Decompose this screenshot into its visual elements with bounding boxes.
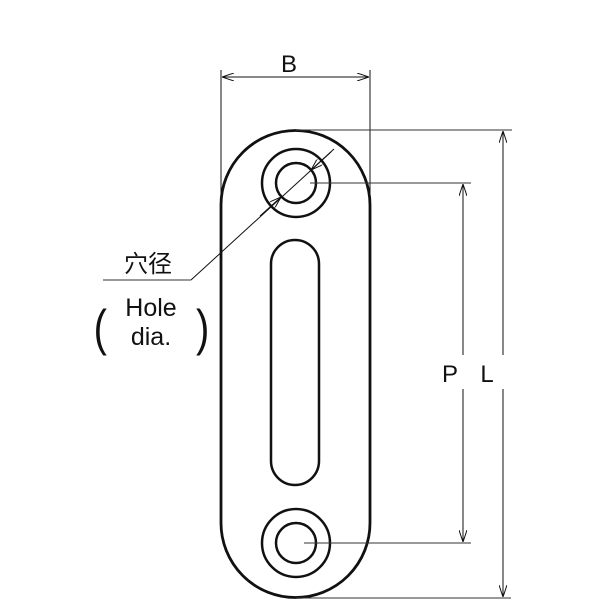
label-hole-dia-en-1: Hole <box>125 294 176 322</box>
label-hole-dia-en-2: dia. <box>131 323 171 351</box>
leader-arrow-outer <box>311 148 335 170</box>
plate-outline <box>219 129 372 599</box>
label-hole-dia-jp: 穴径 <box>124 251 172 278</box>
label-p: P <box>442 361 458 388</box>
slot-outline <box>269 238 321 487</box>
label-l: L <box>480 361 493 388</box>
leader-line <box>190 151 332 281</box>
paren-close: ) <box>196 300 209 356</box>
label-b: B <box>281 51 297 78</box>
paren-open: ( <box>94 300 107 356</box>
leader-arrow-inner <box>259 197 281 217</box>
